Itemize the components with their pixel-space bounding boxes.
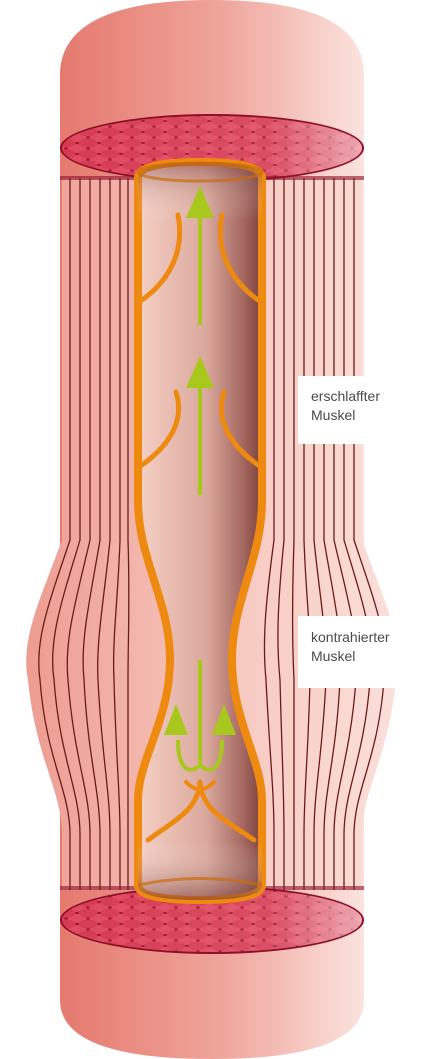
label-contracted-line2: Muskel xyxy=(311,647,412,666)
label-relaxed-line2: Muskel xyxy=(311,406,392,425)
label-contracted-line1: kontrahierter xyxy=(311,628,412,647)
label-relaxed-line1: erschlaffter xyxy=(311,387,392,406)
label-relaxed-muscle: erschlaffter Muskel xyxy=(298,376,402,444)
label-contracted-muscle: kontrahierter Muskel xyxy=(298,616,422,688)
